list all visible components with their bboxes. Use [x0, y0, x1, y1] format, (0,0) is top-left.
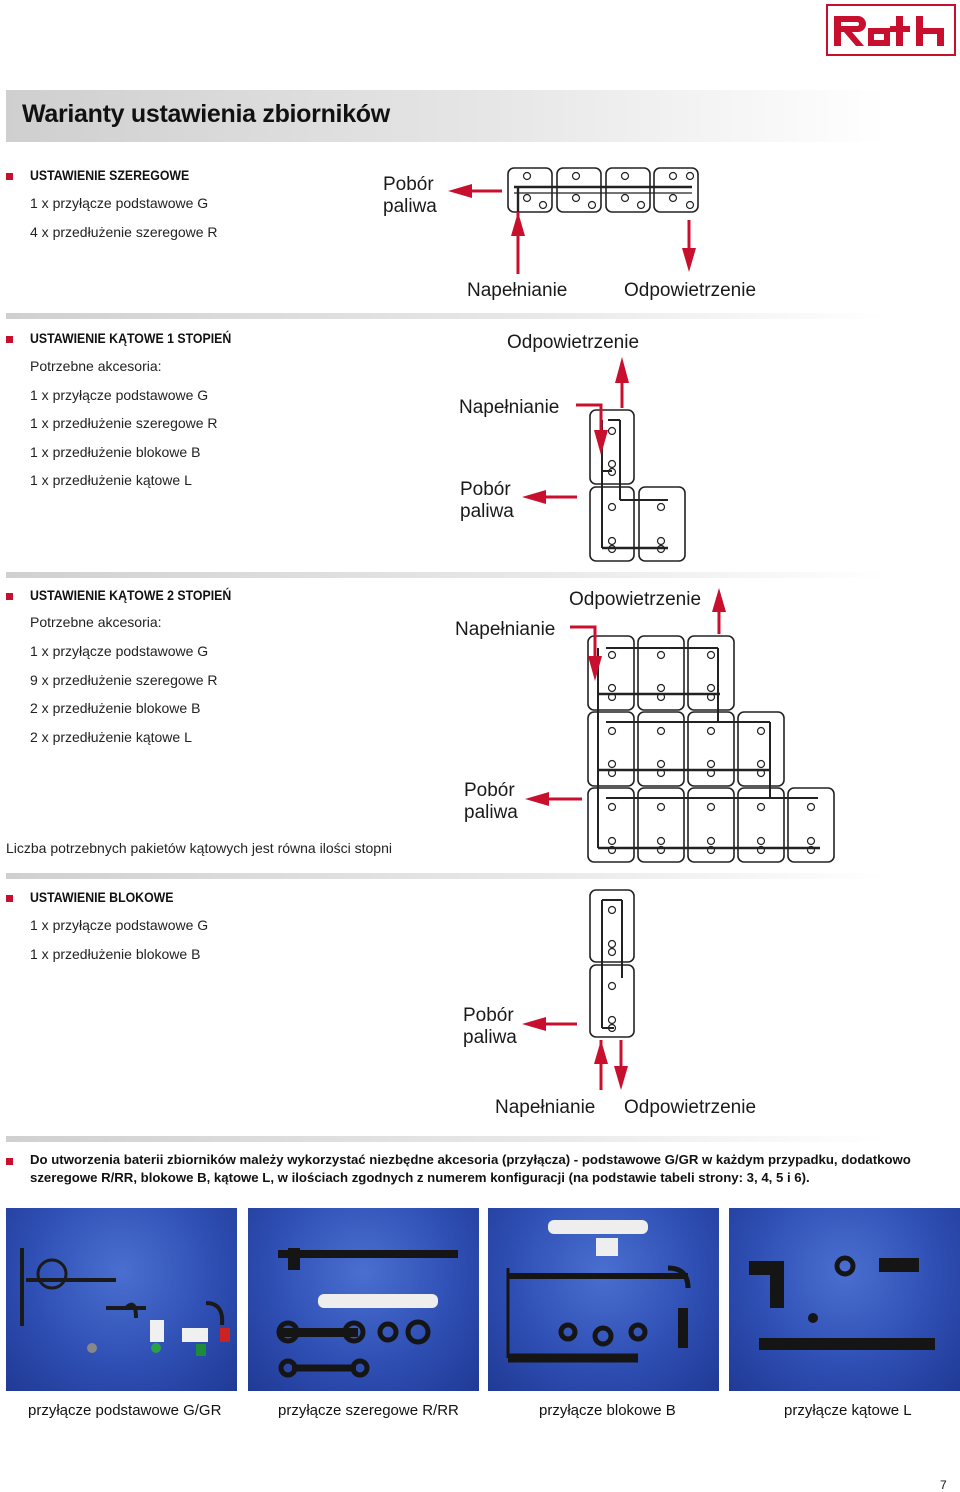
- list-item: 1 x przyłącze podstawowe G: [30, 643, 209, 659]
- list-item: 1 x przedłużenie blokowe B: [30, 444, 201, 460]
- list-item: 2 x przedłużenie kątowe L: [30, 729, 192, 745]
- section-heading: USTAWIENIE KĄTOWE 2 STOPIEŃ: [30, 587, 232, 603]
- page-title: Warianty ustawienia zbiorników: [22, 100, 390, 128]
- label-napelnianie: Napełnianie: [455, 619, 556, 640]
- label-pobor: Pobór: [463, 1005, 514, 1026]
- caption: przyłącze blokowe B: [539, 1402, 676, 1419]
- photo-przylacze-podstawowe: [6, 1208, 237, 1391]
- list-item: 1 x przedłużenie kątowe L: [30, 472, 192, 488]
- label-paliwa: paliwa: [383, 196, 437, 217]
- bullet: [6, 1158, 13, 1165]
- label-napelnianie: Napełnianie: [495, 1097, 596, 1118]
- bullet: [6, 593, 13, 600]
- photo-przylacze-blokowe: [488, 1208, 719, 1391]
- label-pobor: Pobór: [464, 780, 515, 801]
- bullet: [6, 336, 13, 343]
- label-pobor: Pobór: [460, 479, 511, 500]
- bullet: [6, 895, 13, 902]
- label-napelnianie: Napełnianie: [467, 280, 568, 301]
- separator: [6, 1136, 886, 1142]
- label-odpowietrzenie: Odpowietrzenie: [507, 332, 640, 353]
- tank: [507, 167, 553, 213]
- photo-przylacze-katowe: [729, 1208, 960, 1391]
- footnote: Liczba potrzebnych pakietów kątowych jes…: [6, 840, 392, 856]
- tank: [605, 167, 651, 213]
- label-paliwa: paliwa: [460, 501, 514, 522]
- caption: przyłącze szeregowe R/RR: [278, 1402, 459, 1419]
- separator: [6, 572, 886, 578]
- tank: [556, 167, 602, 213]
- accessories-note: Do utworzenia baterii zbiorników mależy …: [30, 1152, 911, 1185]
- list-item: 1 x przyłącze podstawowe G: [30, 195, 209, 211]
- label-napelnianie: Napełnianie: [459, 397, 560, 418]
- page-number: 7: [940, 1478, 947, 1492]
- label-odpowietrzenie: Odpowietrzenie: [569, 589, 702, 610]
- section-heading: USTAWIENIE BLOKOWE: [30, 889, 174, 905]
- list-item: 1 x przyłącze podstawowe G: [30, 387, 209, 403]
- tank: [653, 167, 699, 213]
- list-item: Potrzebne akcesoria:: [30, 614, 162, 630]
- title-band: Warianty ustawienia zbiorników: [6, 90, 886, 142]
- section-heading: USTAWIENIE SZEREGOWE: [30, 167, 190, 183]
- list-item: 9 x przedłużenie szeregowe R: [30, 672, 218, 688]
- section-heading: USTAWIENIE KĄTOWE 1 STOPIEŃ: [30, 330, 232, 346]
- caption: przyłącze podstawowe G/GR: [28, 1402, 222, 1419]
- list-item: 2 x przedłużenie blokowe B: [30, 700, 201, 716]
- separator: [6, 313, 886, 319]
- label-odpowietrzenie: Odpowietrzenie: [624, 280, 757, 301]
- list-item: Potrzebne akcesoria:: [30, 358, 162, 374]
- list-item: 4 x przedłużenie szeregowe R: [30, 224, 218, 240]
- caption: przyłącze kątowe L: [784, 1402, 912, 1419]
- list-item: 1 x przedłużenie szeregowe R: [30, 415, 218, 431]
- list-item: 1 x przedłużenie blokowe B: [30, 946, 201, 962]
- label-paliwa: paliwa: [464, 802, 518, 823]
- list-item: 1 x przyłącze podstawowe G: [30, 917, 209, 933]
- photo-przylacze-szeregowe: [248, 1208, 479, 1391]
- separator: [6, 873, 886, 879]
- label-odpowietrzenie: Odpowietrzenie: [624, 1097, 757, 1118]
- roth-logo: [826, 4, 956, 56]
- bullet: [6, 173, 13, 180]
- label-paliwa: paliwa: [463, 1027, 517, 1048]
- label-pobor: Pobór: [383, 174, 434, 195]
